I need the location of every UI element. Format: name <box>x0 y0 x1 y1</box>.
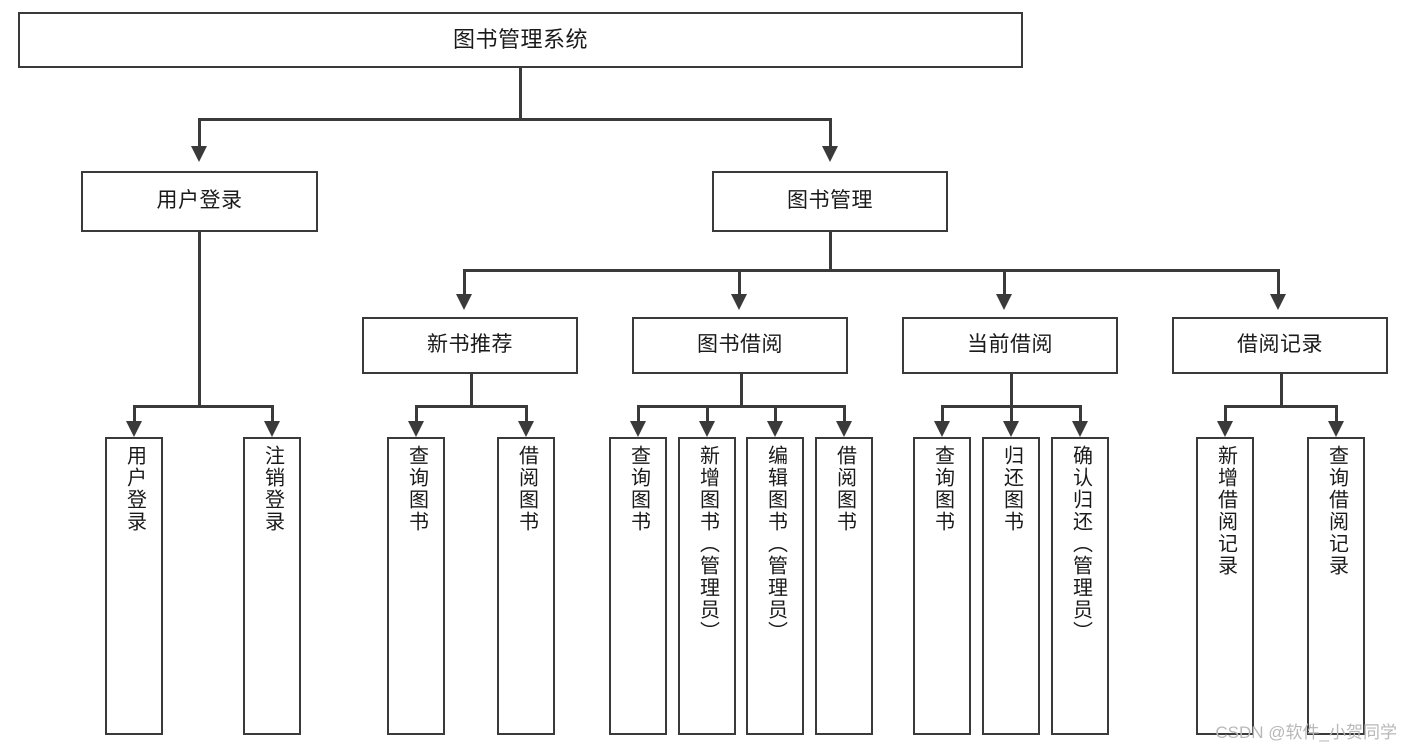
arrowhead-book-borrow-3 <box>767 421 783 437</box>
edge-level3-drop-3 <box>1003 269 1006 294</box>
leaf-borrow-record-query-record[interactable]: 查询借阅记录 <box>1307 437 1365 735</box>
edge-new-book-bus <box>415 405 526 408</box>
edge-user-login-bus <box>133 405 272 408</box>
edge-current-borrow-drop-1 <box>941 405 944 421</box>
watermark-text: CSDN @软件_小贺同学 <box>1215 723 1397 742</box>
node-label: 用户登录 <box>123 445 146 533</box>
node-label: 新增图书（管理员） <box>696 445 719 643</box>
node-label: 借阅记录 <box>1237 333 1323 357</box>
leaf-new-book-borrow-books[interactable]: 借阅图书 <box>497 437 555 735</box>
node-label: 查询图书 <box>931 445 954 533</box>
arrowhead-book-borrow-2 <box>699 421 715 437</box>
edge-current-borrow-drop-3 <box>1079 405 1082 421</box>
arrowhead-user-login-2 <box>264 421 280 437</box>
leaf-book-borrow-borrow-books[interactable]: 借阅图书 <box>815 437 873 735</box>
node-label: 查询借阅记录 <box>1325 445 1348 577</box>
edge-book-borrow-stem <box>740 374 743 405</box>
edge-borrow-record-bus <box>1224 405 1337 408</box>
edge-user-login-stem <box>198 232 201 405</box>
edge-new-book-drop-1 <box>415 405 418 421</box>
arrowhead-level3-3 <box>996 294 1012 310</box>
node-label: 查询图书 <box>627 445 650 533</box>
arrowhead-level3-4 <box>1270 294 1286 310</box>
leaf-current-borrow-return-books[interactable]: 归还图书 <box>982 437 1040 735</box>
edge-level3-drop-1 <box>463 269 466 294</box>
node-label: 借阅图书 <box>833 445 856 533</box>
arrowhead-current-borrow-2 <box>1003 421 1019 437</box>
edge-book-borrow-drop-3 <box>774 405 777 421</box>
edge-root-stem <box>519 68 522 118</box>
arrowhead-level3-1 <box>456 294 472 310</box>
edge-user-login-drop-1 <box>133 405 136 421</box>
edge-book-borrow-drop-2 <box>706 405 709 421</box>
node-label: 借阅图书 <box>515 445 538 533</box>
node-label: 用户登录 <box>156 189 243 213</box>
leaf-new-book-query-books[interactable]: 查询图书 <box>387 437 445 735</box>
arrowhead-new-book-2 <box>518 421 534 437</box>
edge-book-borrow-bus <box>637 405 845 408</box>
leaf-user-login-login[interactable]: 用户登录 <box>105 437 163 735</box>
arrowhead-level2-1 <box>191 146 207 162</box>
edge-level2-drop-2 <box>829 118 832 146</box>
node-label: 新书推荐 <box>427 333 513 357</box>
leaf-book-borrow-query-books[interactable]: 查询图书 <box>609 437 667 735</box>
arrowhead-current-borrow-3 <box>1072 421 1088 437</box>
node-label: 归还图书 <box>1000 445 1023 533</box>
leaf-current-borrow-query-books[interactable]: 查询图书 <box>913 437 971 735</box>
arrowhead-book-borrow-1 <box>630 421 646 437</box>
leaf-current-borrow-confirm-return-admin[interactable]: 确认归还（管理员） <box>1051 437 1109 735</box>
node-new-book-recommend[interactable]: 新书推荐 <box>362 317 578 374</box>
leaf-borrow-record-add-record[interactable]: 新增借阅记录 <box>1196 437 1254 735</box>
edge-user-login-drop-2 <box>271 405 274 421</box>
edge-new-book-drop-2 <box>525 405 528 421</box>
node-label: 当前借阅 <box>967 333 1053 357</box>
leaf-book-borrow-edit-book-admin[interactable]: 编辑图书（管理员） <box>746 437 804 735</box>
edge-level2-drop-1 <box>198 118 201 146</box>
arrowhead-borrow-record-1 <box>1217 421 1233 437</box>
node-label: 查询图书 <box>405 445 428 533</box>
edge-borrow-record-drop-2 <box>1335 405 1338 421</box>
leaf-book-borrow-add-book-admin[interactable]: 新增图书（管理员） <box>678 437 736 735</box>
edge-new-book-stem <box>470 374 473 405</box>
arrowhead-current-borrow-1 <box>934 421 950 437</box>
node-book-management[interactable]: 图书管理 <box>712 171 948 232</box>
edge-book-management-stem <box>829 232 832 269</box>
arrowhead-book-borrow-4 <box>836 421 852 437</box>
arrowhead-level2-2 <box>822 146 838 162</box>
edge-level3-drop-4 <box>1277 269 1280 294</box>
edge-current-borrow-stem <box>1010 374 1013 405</box>
edge-level2-bus <box>198 118 831 121</box>
node-label: 注销登录 <box>261 445 284 533</box>
node-user-login[interactable]: 用户登录 <box>81 171 318 232</box>
arrowhead-level3-2 <box>731 294 747 310</box>
node-label: 图书管理 <box>787 189 873 213</box>
node-label: 确认归还（管理员） <box>1069 445 1092 643</box>
edge-borrow-record-stem <box>1280 374 1283 405</box>
edge-borrow-record-drop-1 <box>1224 405 1227 421</box>
edge-book-borrow-drop-1 <box>637 405 640 421</box>
node-label: 编辑图书（管理员） <box>764 445 787 643</box>
edge-book-borrow-drop-4 <box>843 405 846 421</box>
arrowhead-borrow-record-2 <box>1328 421 1344 437</box>
node-book-borrow[interactable]: 图书借阅 <box>632 317 848 374</box>
node-borrow-record[interactable]: 借阅记录 <box>1172 317 1388 374</box>
node-label: 图书管理系统 <box>452 27 588 53</box>
arrowhead-user-login-1 <box>126 421 142 437</box>
arrowhead-new-book-1 <box>408 421 424 437</box>
edge-level3-drop-2 <box>738 269 741 294</box>
node-label: 图书借阅 <box>697 333 783 357</box>
edge-level3-bus <box>463 269 1279 272</box>
leaf-user-login-logout[interactable]: 注销登录 <box>243 437 301 735</box>
edge-current-borrow-drop-2 <box>1010 405 1013 421</box>
node-root-book-management-system[interactable]: 图书管理系统 <box>18 12 1023 68</box>
node-current-borrow[interactable]: 当前借阅 <box>902 317 1118 374</box>
node-label: 新增借阅记录 <box>1214 445 1237 577</box>
